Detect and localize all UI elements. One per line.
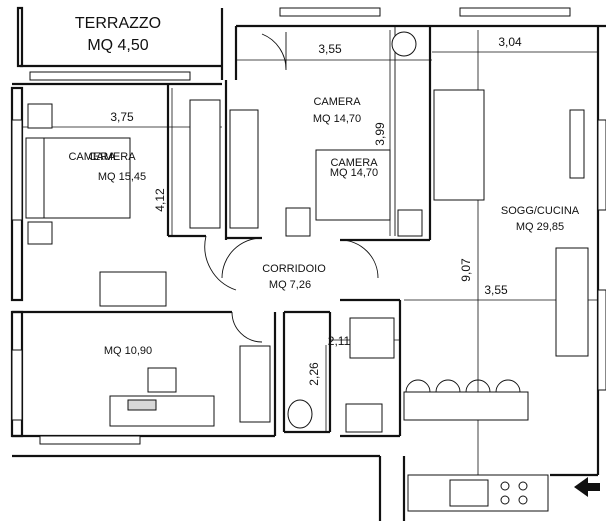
bed-left-headboard xyxy=(25,137,45,219)
window-study-bottom xyxy=(39,435,141,445)
corridor-area: MQ 7,26 xyxy=(269,279,311,291)
wall-terrace-left xyxy=(16,6,24,68)
window-right-top xyxy=(459,7,571,17)
dimension-labels: 3,55 3,04 3,75 4,12 3,99 9,07 3,55 2,11 … xyxy=(110,35,522,386)
study-bookcase xyxy=(239,345,271,423)
shelf-living xyxy=(555,247,589,357)
nightstand-left-b xyxy=(27,221,53,245)
toilet-icon xyxy=(287,399,313,429)
living-name: SOGG/CUCINA xyxy=(501,205,580,217)
corridor-name: CORRIDOIO xyxy=(262,263,326,275)
window-center-top xyxy=(279,7,381,17)
entrance-arrow-icon xyxy=(574,477,600,497)
bath-sink xyxy=(345,403,383,433)
bedroom-left-name: CAMERA xyxy=(68,151,116,163)
keyboard-icon xyxy=(127,399,157,411)
bedroom-center-a-name: CAMERA xyxy=(313,96,361,108)
study-desk xyxy=(109,395,215,427)
furniture xyxy=(25,31,600,512)
stove-burner-3 xyxy=(500,495,510,505)
round-table-center xyxy=(391,31,417,57)
door-swing-study xyxy=(231,311,263,343)
study-chair xyxy=(147,367,177,393)
living-area: MQ 29,85 xyxy=(516,221,564,233)
bedroom-left-name-overlap: CAMERA xyxy=(88,151,136,163)
window-study xyxy=(11,349,23,421)
terrace-name: TERRAZZO xyxy=(75,15,161,32)
stove-burner-4 xyxy=(518,495,528,505)
shower-tray xyxy=(349,317,395,359)
dim-center-depth: 3,99 xyxy=(373,122,387,146)
window-left-bedroom xyxy=(11,119,23,221)
bedroom-left-area: MQ 15,45 xyxy=(98,171,146,183)
bedroom-center-b-area: MQ 14,70 xyxy=(330,167,378,179)
dim-right-depth: 9,07 xyxy=(459,258,473,282)
window-living-lower xyxy=(597,289,606,391)
study-area: MQ 10,90 xyxy=(104,345,152,357)
window-living xyxy=(597,119,606,211)
dim-right-mid: 3,55 xyxy=(484,283,508,297)
dim-left-width: 3,75 xyxy=(110,110,134,124)
door-swing-center-top xyxy=(261,32,287,71)
door-swing-corridor xyxy=(221,237,263,279)
stove-burner-1 xyxy=(500,481,510,491)
dining-table xyxy=(403,391,529,421)
wardrobe-left xyxy=(189,99,221,229)
bedroom-center-a-area: MQ 14,70 xyxy=(313,113,361,125)
bed-center xyxy=(315,149,391,221)
dim-top-right: 3,04 xyxy=(498,35,522,49)
room-labels: TERRAZZO MQ 4,50 CAMERA CAMERA MQ 15,45 … xyxy=(68,15,579,357)
dim-bath-width: 2,11 xyxy=(328,334,351,348)
nightstand-center-a xyxy=(285,207,311,237)
dim-top-center: 3,55 xyxy=(318,42,342,56)
stove-burner-2 xyxy=(518,481,528,491)
bedroom-center-b-name: CAMERA xyxy=(330,157,378,169)
windows xyxy=(11,7,606,445)
wardrobe-center xyxy=(229,109,259,229)
window-terrace xyxy=(29,71,191,81)
door-swing-center-bottom xyxy=(339,239,379,279)
door-swing-left-bedroom xyxy=(204,235,237,291)
sofa-living xyxy=(433,89,485,201)
tv-unit xyxy=(569,109,585,179)
terrace-area: MQ 4,50 xyxy=(87,37,148,54)
dining-chairs xyxy=(405,379,521,393)
dim-bath-depth: 2,26 xyxy=(307,362,321,386)
nightstand-left-a xyxy=(27,103,53,129)
dim-left-depth: 4,12 xyxy=(153,188,167,212)
kitchen-sink xyxy=(449,479,489,507)
desk-left-bedroom xyxy=(99,271,167,307)
nightstand-center-b xyxy=(397,209,423,237)
